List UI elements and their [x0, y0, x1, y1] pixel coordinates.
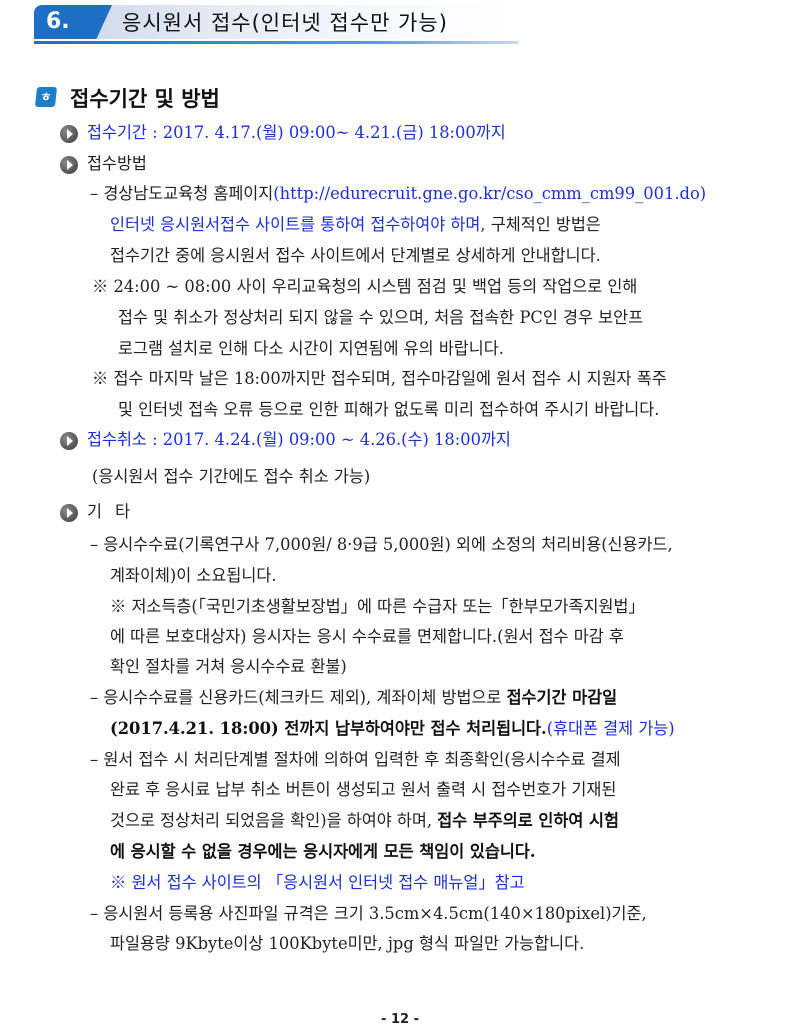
exempt-line: 에 따른 보호대상자) 응시자는 응시 수수료를 면제합니다.(원서 접수 마감… — [110, 627, 624, 646]
header-gradient — [34, 5, 514, 39]
confirm-line: – 원서 접수 시 처리단계별 절차에 의하여 입력한 후 최종확인(응시수수료… — [90, 750, 621, 769]
method-text: 구체적인 방법은 — [485, 215, 601, 234]
etc-label: 기 타 — [87, 502, 135, 521]
photo-line: – 응시원서 등록용 사진파일 규격은 크기 3.5cm×4.5cm(140×1… — [90, 904, 647, 923]
cancel-note: (응시원서 접수 기간에도 접수 취소 가능) — [92, 467, 371, 486]
payment-line: (2017.4.21. 18:00) 전까지 납부하여야만 접수 처리됩니다.(… — [110, 719, 675, 739]
confirm-line: 완료 후 응시료 납부 취소 버튼이 생성되고 원서 출력 시 접수번호가 기재… — [110, 780, 617, 799]
section-number: 6. — [34, 5, 112, 39]
payment-deadline-emphasis: (2017.4.21. 18:00) 전까지 납부하여야만 접수 처리됩니다. — [110, 719, 547, 738]
cancel-label: 접수취소 : 2017. 4.24.(월) 09:00 ~ 4.26.(수) 1… — [87, 430, 511, 449]
exempt-line: ※ 저소득층(「국민기초생활보장법」에 따른 수급자 또는「한부모가족지원법」 — [110, 597, 645, 616]
note-line: 접수 및 취소가 정상처리 되지 않을 수 있으며, 처음 접속한 PC인 경우… — [118, 308, 644, 327]
note-line: ※ 24:00 ~ 08:00 사이 우리교육청의 시스템 점검 및 백업 등의… — [92, 277, 638, 296]
period-label: 접수기간 : 2017. 4.17.(월) 09:00~ 4.21.(금) 18… — [87, 123, 506, 142]
bullet-arrow-icon — [60, 156, 78, 174]
bullet-arrow-icon — [60, 504, 78, 522]
method-line: 인터넷 응시원서접수 사이트를 통하여 접수하여야 하며, 구체적인 방법은 — [110, 215, 601, 235]
page-number: - 12 - — [381, 1012, 419, 1027]
payment-text: – 응시수수료를 신용카드(체크카드 제외), 계좌이체 방법으로 — [90, 688, 507, 707]
section-header-band: 6. 응시원서 접수(인터넷 접수만 가능) — [34, 5, 518, 44]
method-highlight: 인터넷 응시원서접수 사이트를 통하여 접수하여야 하며, — [110, 215, 486, 234]
bullet-arrow-icon — [60, 125, 78, 143]
method-prefix: – 경상남도교육청 홈페이지 — [90, 184, 274, 203]
method-line: – 경상남도교육청 홈페이지(http://edurecruit.gne.go.… — [90, 184, 706, 204]
method-label: 접수방법 — [87, 154, 147, 173]
exempt-line: 확인 절차를 거쳐 응시수수료 환불) — [110, 657, 347, 676]
payment-line: – 응시수수료를 신용카드(체크카드 제외), 계좌이체 방법으로 접수기간 마… — [90, 688, 617, 708]
note-line: 및 인터넷 접속 오류 등으로 인한 피해가 없도록 미리 접수하여 주시기 바… — [118, 400, 660, 419]
header-underline — [34, 41, 518, 44]
payment-deadline-emphasis: 접수기간 마감일 — [506, 688, 618, 707]
bullet-arrow-icon — [60, 432, 78, 450]
method-line: 접수기간 중에 응시원서 접수 사이트에서 단계별로 상세하게 안내합니다. — [110, 246, 601, 265]
section-heading: 응시원서 접수(인터넷 접수만 가능) — [122, 11, 448, 35]
subsection-title: 접수기간 및 방법 — [70, 87, 220, 111]
etc-line: – 응시수수료(기록연구사 7,000원/ 8·9급 5,000원) 외에 소정… — [90, 535, 673, 554]
etc-line: 계좌이체)이 소요됩니다. — [110, 566, 277, 585]
photo-line: 파일용량 9Kbyte이상 100Kbyte미만, jpg 형식 파일만 가능합… — [110, 934, 585, 953]
homepage-url-link[interactable]: (http://edurecruit.gne.go.kr/cso_cmm_cm9… — [273, 184, 707, 203]
note-line: 로그램 설치로 인해 다소 시간이 지연됨에 유의 바랍니다. — [118, 339, 504, 358]
confirm-emphasis: 에 응시할 수 없을 경우에는 응시자에게 모든 책임이 있습니다. — [110, 842, 536, 861]
section-marker-icon: ㅎ — [34, 87, 58, 107]
confirm-text: 것으로 정상처리 되었음을 확인)을 하여야 하며, — [110, 811, 438, 830]
confirm-line: 것으로 정상처리 되었음을 확인)을 하여야 하며, 접수 부주의로 인하여 시… — [110, 811, 619, 831]
note-line: ※ 접수 마지막 날은 18:00까지만 접수되며, 접수마감일에 원서 접수 … — [92, 369, 667, 388]
manual-reference: ※ 원서 접수 사이트의 「응시원서 인터넷 접수 매뉴얼」참고 — [110, 873, 525, 892]
mobile-payment-note: (휴대폰 결제 가능) — [546, 719, 675, 738]
confirm-emphasis: 접수 부주의로 인하여 시험 — [437, 811, 619, 830]
